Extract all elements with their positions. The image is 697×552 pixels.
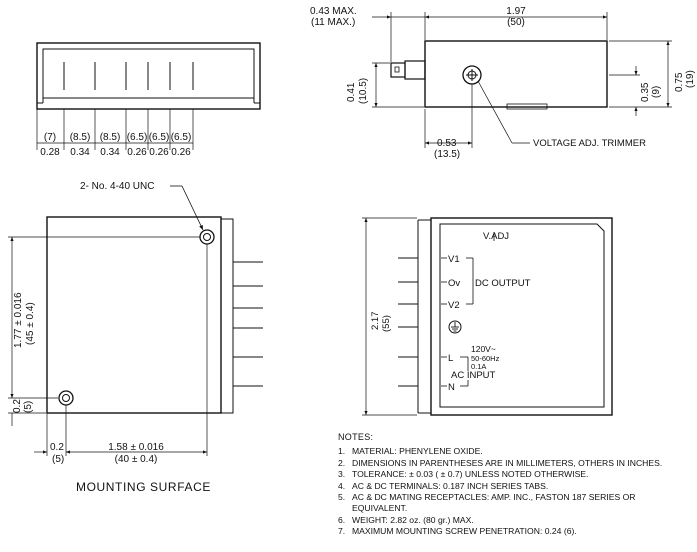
tab-length-label: 0.43 MAX. bbox=[310, 6, 357, 17]
width-mm-label: (55) bbox=[381, 315, 392, 332]
ac-input-label: AC INPUT bbox=[451, 370, 496, 381]
note-item: 5. AC & DC MATING RECEPTACLES: AMP. INC.… bbox=[338, 492, 688, 515]
note-item: 1. MATERIAL: PHENYLENE OXIDE. bbox=[338, 446, 688, 457]
n-label: N bbox=[448, 382, 455, 393]
vadj-label: V.ADJ bbox=[483, 231, 509, 242]
terminal-leads bbox=[398, 257, 418, 387]
note-text: MATERIAL: PHENYLENE OXIDE. bbox=[352, 446, 483, 457]
hole-spacing-h-mm-label: (40 ± 0.4) bbox=[115, 454, 158, 465]
edge-h-label: 0.2 bbox=[50, 442, 64, 453]
length-mm-label: (50) bbox=[507, 17, 525, 28]
note-text: DIMENSIONS IN PARENTHESES ARE IN MILLIME… bbox=[352, 457, 663, 468]
dc-output-label: DC OUTPUT bbox=[475, 278, 531, 289]
edge-v-label: 0.2 bbox=[12, 399, 23, 413]
v1-label: V1 bbox=[448, 254, 460, 265]
pitch-in-5: 0.26 bbox=[149, 147, 169, 158]
l-label: L bbox=[448, 353, 453, 364]
terminal-view-body bbox=[430, 217, 613, 416]
pitch-in-4: 0.26 bbox=[127, 147, 147, 158]
height-mm-label: (19) bbox=[685, 70, 696, 88]
ov-label: Ov bbox=[448, 278, 460, 289]
note-number: 2. bbox=[338, 457, 346, 468]
tab-height-mm-label: (10.5) bbox=[358, 78, 369, 104]
v2-label: V2 bbox=[448, 300, 460, 311]
side-view-body bbox=[424, 40, 608, 108]
note-text: AC & DC MATING RECEPTACLES: AMP. INC., F… bbox=[352, 492, 636, 514]
height-label: 0.75 bbox=[674, 72, 685, 92]
mounting-body bbox=[46, 216, 222, 414]
pitch-mm-2: (8.5) bbox=[70, 132, 91, 143]
notes-header: NOTES: bbox=[338, 432, 374, 442]
length-label: 1.97 bbox=[506, 6, 526, 17]
mounting-terminals bbox=[233, 261, 263, 387]
note-number: 5. bbox=[338, 492, 346, 503]
mounting-view bbox=[8, 185, 263, 456]
voltage-adj-trimmer-label: VOLTAGE ADJ. TRIMMER bbox=[533, 138, 646, 149]
width-label: 2.17 bbox=[370, 312, 381, 331]
mounting-view-labels: 2- No. 4-40 UNC 1.77 ± 0.016 (45 ± 0.4) … bbox=[12, 181, 164, 465]
trimmer-offset-mm-label: (13.5) bbox=[434, 149, 460, 160]
note-text: TOLERANCE: ± 0.03 ( ± 0.7) UNLESS NOTED … bbox=[352, 469, 589, 480]
trimmer-offset-label: 0.53 bbox=[437, 138, 457, 149]
side-view-labels: 0.43 MAX. (11 MAX.) 1.97 (50) 0.41 (10.5… bbox=[310, 6, 696, 160]
mounting-hole-icon bbox=[199, 229, 215, 245]
note-text: WEIGHT: 2.82 oz. (80 gr.) MAX. bbox=[352, 514, 474, 525]
note-number: 3. bbox=[338, 469, 346, 480]
top-view-terminal-slots bbox=[63, 62, 194, 90]
top-view-inner bbox=[42, 48, 255, 99]
mounting-surface-caption: MOUNTING SURFACE bbox=[76, 480, 211, 494]
pitch-in-2: 0.34 bbox=[70, 147, 90, 158]
note-item: 6. WEIGHT: 2.82 oz. (80 gr.) MAX. bbox=[338, 515, 688, 526]
notes-section: NOTES: 1. MATERIAL: PHENYLENE OXIDE. 2. … bbox=[338, 432, 688, 538]
note-text: MAXIMUM MOUNTING SCREW PENETRATION: 0.24… bbox=[352, 526, 577, 537]
ac-rating-freq: 50-60Hz bbox=[471, 354, 500, 363]
pitch-mm-4: (6.5) bbox=[127, 132, 148, 143]
mounting-hole-label: 2- No. 4-40 UNC bbox=[80, 181, 154, 192]
hole-spacing-h-label: 1.58 ± 0.016 bbox=[108, 442, 164, 453]
edge-h-mm-label: (5) bbox=[52, 454, 64, 465]
trimmer-height-label: 0.35 bbox=[640, 82, 651, 102]
pitch-mm-3: (8.5) bbox=[100, 132, 121, 143]
pitch-in-3: 0.34 bbox=[100, 147, 120, 158]
note-number: 7. bbox=[338, 526, 346, 537]
hole-spacing-v-label: 1.77 ± 0.016 bbox=[13, 292, 24, 348]
note-item: 2. DIMENSIONS IN PARENTHESES ARE IN MILL… bbox=[338, 458, 688, 469]
pitch-mm-1: (7) bbox=[44, 132, 56, 143]
pitch-in-6: 0.26 bbox=[171, 147, 191, 158]
ground-icon bbox=[448, 320, 462, 334]
top-view-body bbox=[36, 42, 261, 110]
note-number: 6. bbox=[338, 514, 346, 525]
trimmer-height-mm-label: (9) bbox=[651, 86, 662, 98]
pitch-mm-6: (6.5) bbox=[171, 132, 192, 143]
top-view-pitch-labels: (7) (8.5) (8.5) (6.5) (6.5) (6.5) 0.28 0… bbox=[40, 132, 191, 158]
pitch-in-1: 0.28 bbox=[40, 147, 60, 158]
edge-v-mm-label: (5) bbox=[23, 401, 34, 413]
mounting-hole-icon bbox=[58, 390, 74, 406]
note-text: AC & DC TERMINALS: 0.187 INCH SERIES TAB… bbox=[352, 480, 549, 491]
note-item: 7. MAXIMUM MOUNTING SCREW PENETRATION: 0… bbox=[338, 526, 688, 537]
top-view bbox=[36, 42, 261, 150]
terminal-view-panel bbox=[439, 223, 605, 408]
note-number: 4. bbox=[338, 480, 346, 491]
ac-rating-voltage: 120V~ bbox=[471, 344, 496, 354]
pitch-mm-5: (6.5) bbox=[149, 132, 170, 143]
tab-length-mm-label: (11 MAX.) bbox=[311, 17, 355, 28]
note-item: 4. AC & DC TERMINALS: 0.187 INCH SERIES … bbox=[338, 481, 688, 492]
terminal-view bbox=[362, 217, 613, 416]
side-view bbox=[372, 12, 672, 148]
note-number: 1. bbox=[338, 446, 346, 457]
terminal-view-labels: 2.17 (55) V.ADJ V1 Ov DC OUTPUT V2 L N 1… bbox=[370, 231, 531, 393]
note-item: 3. TOLERANCE: ± 0.03 ( ± 0.7) UNLESS NOT… bbox=[338, 469, 688, 480]
hole-spacing-v-mm-label: (45 ± 0.4) bbox=[25, 302, 36, 345]
ac-rating-current: 0.1A bbox=[471, 362, 486, 371]
tab-height-label: 0.41 bbox=[346, 82, 357, 102]
terminal-tab bbox=[390, 62, 406, 78]
